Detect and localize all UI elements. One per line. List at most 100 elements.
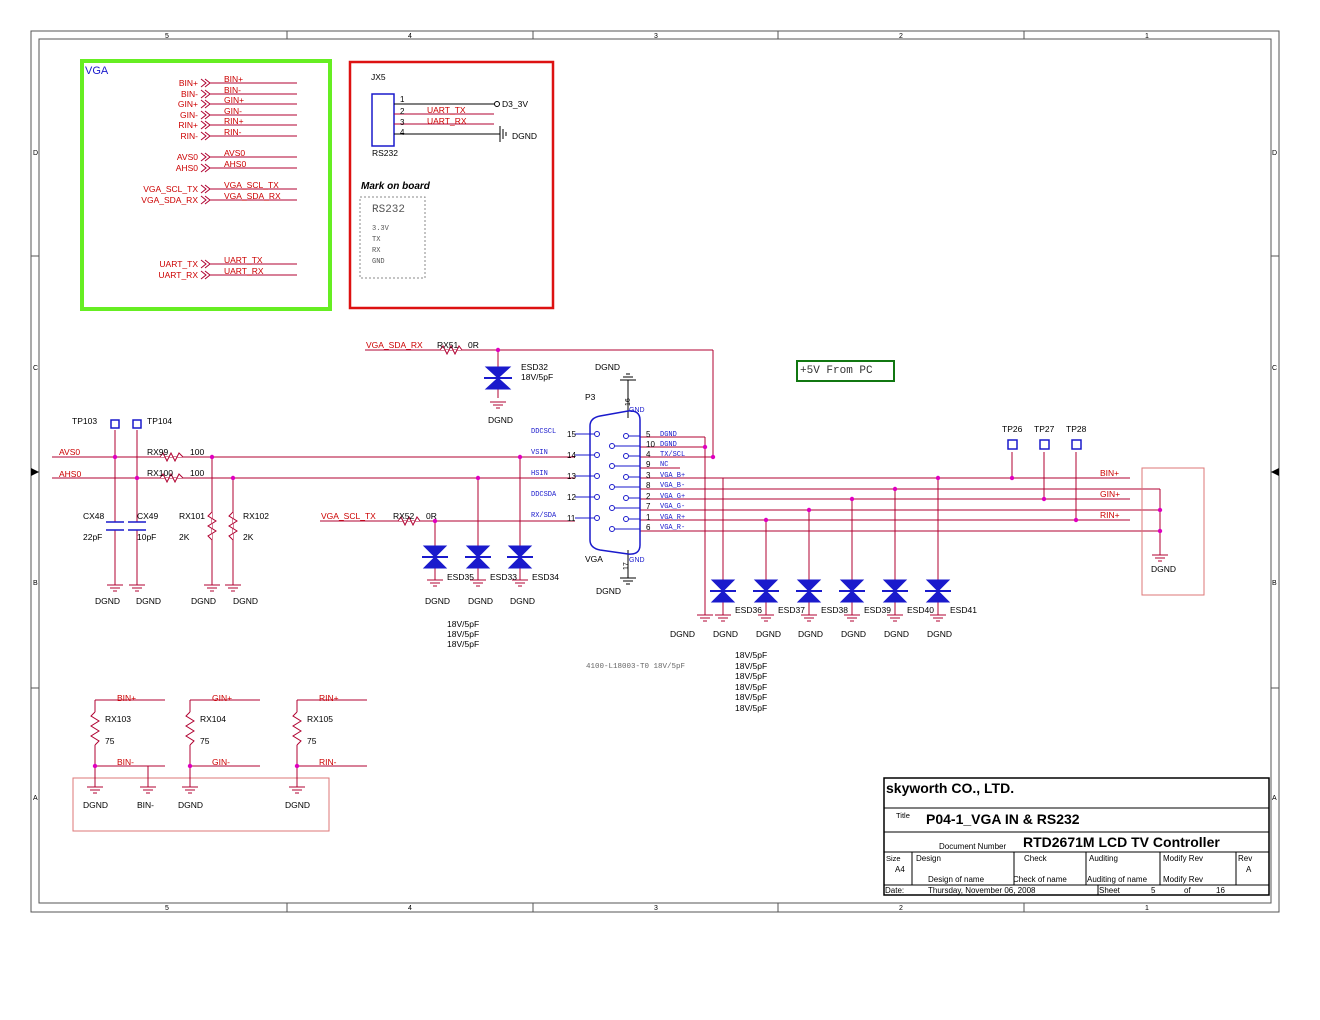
offpage-connector-icon — [200, 195, 207, 205]
esd-right-value-2: 18V/5pF — [735, 661, 767, 671]
tp103-label: TP103 — [72, 416, 97, 426]
termination-top-net: GIN+ — [212, 693, 232, 703]
rx101-value: 2K — [179, 532, 190, 542]
esd-right-ref: ESD36 — [735, 605, 762, 615]
esd-right-ref: ESD37 — [778, 605, 805, 615]
esd-mid-value-2: 18V/5pF — [447, 629, 479, 639]
avs0-net-left: AVS0 — [59, 447, 80, 457]
sheet-frame: 5 4 3 2 1 5 4 3 2 1 D C B A D C B A — [30, 30, 1280, 913]
termination-gnd: DGND — [178, 800, 203, 810]
p3-right-pin-net: VGA_G- — [660, 503, 685, 511]
col-label-top-3: 3 — [654, 33, 658, 40]
col-label-bot-4: 4 — [408, 905, 412, 912]
esd-right-value-5: 18V/5pF — [735, 692, 767, 702]
tb-audit-label: Auditing — [1089, 854, 1118, 863]
termination-ref: RX103 — [105, 714, 131, 724]
offpage-connector-icon — [200, 89, 207, 99]
rx51-value: 0R — [468, 340, 479, 350]
esd-diode-icon — [753, 579, 779, 603]
tb-audit-name: Auditing of name — [1087, 875, 1148, 884]
p3-right-pin-number: 2 — [646, 492, 651, 501]
note-5v-text: +5V From PC — [800, 365, 873, 377]
ground-icon — [427, 579, 443, 587]
termination-top-net: RIN+ — [319, 693, 339, 703]
rx102-ref: RX102 — [243, 511, 269, 521]
vga-net-rows: BIN+BIN+BIN-BIN-GIN+GIN+GIN-GIN-RIN+RIN+… — [141, 74, 297, 280]
tb-docnum-label: Document Number — [939, 842, 1006, 851]
ground-icon — [225, 584, 241, 592]
p3-left-pin-net: DDCSDA — [531, 491, 557, 499]
pin-contact-icon — [623, 474, 629, 480]
termination-gnd: DGND — [83, 800, 108, 810]
dgnd-label: DGND — [233, 596, 258, 606]
p3-pin16-net: GND — [629, 407, 645, 414]
rx102-value: 2K — [243, 532, 254, 542]
d3-3v-label: D3_3V — [502, 99, 528, 109]
right-net-rin-plus: RIN+ — [1100, 510, 1120, 520]
dgnd-label: DGND — [95, 596, 120, 606]
jx5-pin-4: 4 — [400, 128, 405, 137]
dgnd-label: DGND — [425, 596, 450, 606]
esd-diode-icon — [465, 545, 491, 569]
vga-net-left-label: RIN- — [181, 131, 199, 141]
ground-icon — [697, 614, 713, 622]
output-dgnd-label: DGND — [1151, 564, 1176, 574]
esd-mid-ref: ESD33 — [490, 572, 517, 582]
jx5-pin-1: 1 — [400, 95, 405, 104]
output-group-box — [1141, 467, 1205, 596]
rx51-net: VGA_SDA_RX — [366, 340, 423, 350]
tb-date-label: Date: — [885, 886, 904, 895]
vga-net-row: GIN-GIN- — [180, 106, 297, 120]
esd32-ref: ESD32 — [521, 362, 548, 372]
ground-icon — [930, 614, 946, 622]
tb-check-name: Check of name — [1013, 875, 1067, 884]
ground-icon — [204, 584, 220, 592]
jx5-part: RS232 — [372, 148, 398, 158]
p3-left-pin-net: DDCSCL — [531, 428, 556, 436]
rx101-ref: RX101 — [179, 511, 205, 521]
dgnd-label: DGND — [927, 629, 952, 639]
offpage-connector-icon — [200, 184, 207, 194]
offpage-connector-icon — [200, 99, 207, 109]
esd-diode-icon — [422, 545, 448, 569]
pin-contact-icon — [609, 443, 615, 449]
esd-right-ref: ESD40 — [907, 605, 934, 615]
vga-net-right-label: RIN+ — [224, 116, 244, 126]
col-label-bot-5: 5 — [165, 905, 169, 912]
termination-bot-net: BIN- — [117, 757, 134, 767]
esd-mid-ref: ESD35 — [447, 572, 474, 582]
p3-left-pin-number: 13 — [567, 472, 576, 481]
d3-3v-port-icon — [494, 101, 500, 107]
tb-total: 16 — [1216, 886, 1225, 895]
ground-icon — [758, 614, 774, 622]
esd-right-value-4: 18V/5pF — [735, 682, 767, 692]
esd32-value: 18V/5pF — [521, 372, 553, 382]
cx49-ref: CX49 — [137, 511, 159, 521]
jx5-connector-body — [371, 93, 395, 147]
esd32-gnd: DGND — [488, 415, 513, 425]
p3-right-pin-number: 4 — [646, 450, 651, 459]
offpage-connector-icon — [200, 120, 207, 130]
ground-icon — [140, 786, 156, 794]
silk-title: RS232 — [372, 204, 405, 216]
p3-right-pin-net: DGND — [660, 441, 677, 449]
mark-on-board-heading: Mark on board — [361, 181, 431, 192]
vga-net-right-label: UART_TX — [224, 255, 263, 265]
rx52: VGA_SCL_TX RX52 0R — [321, 511, 437, 527]
ground-icon — [182, 786, 198, 794]
